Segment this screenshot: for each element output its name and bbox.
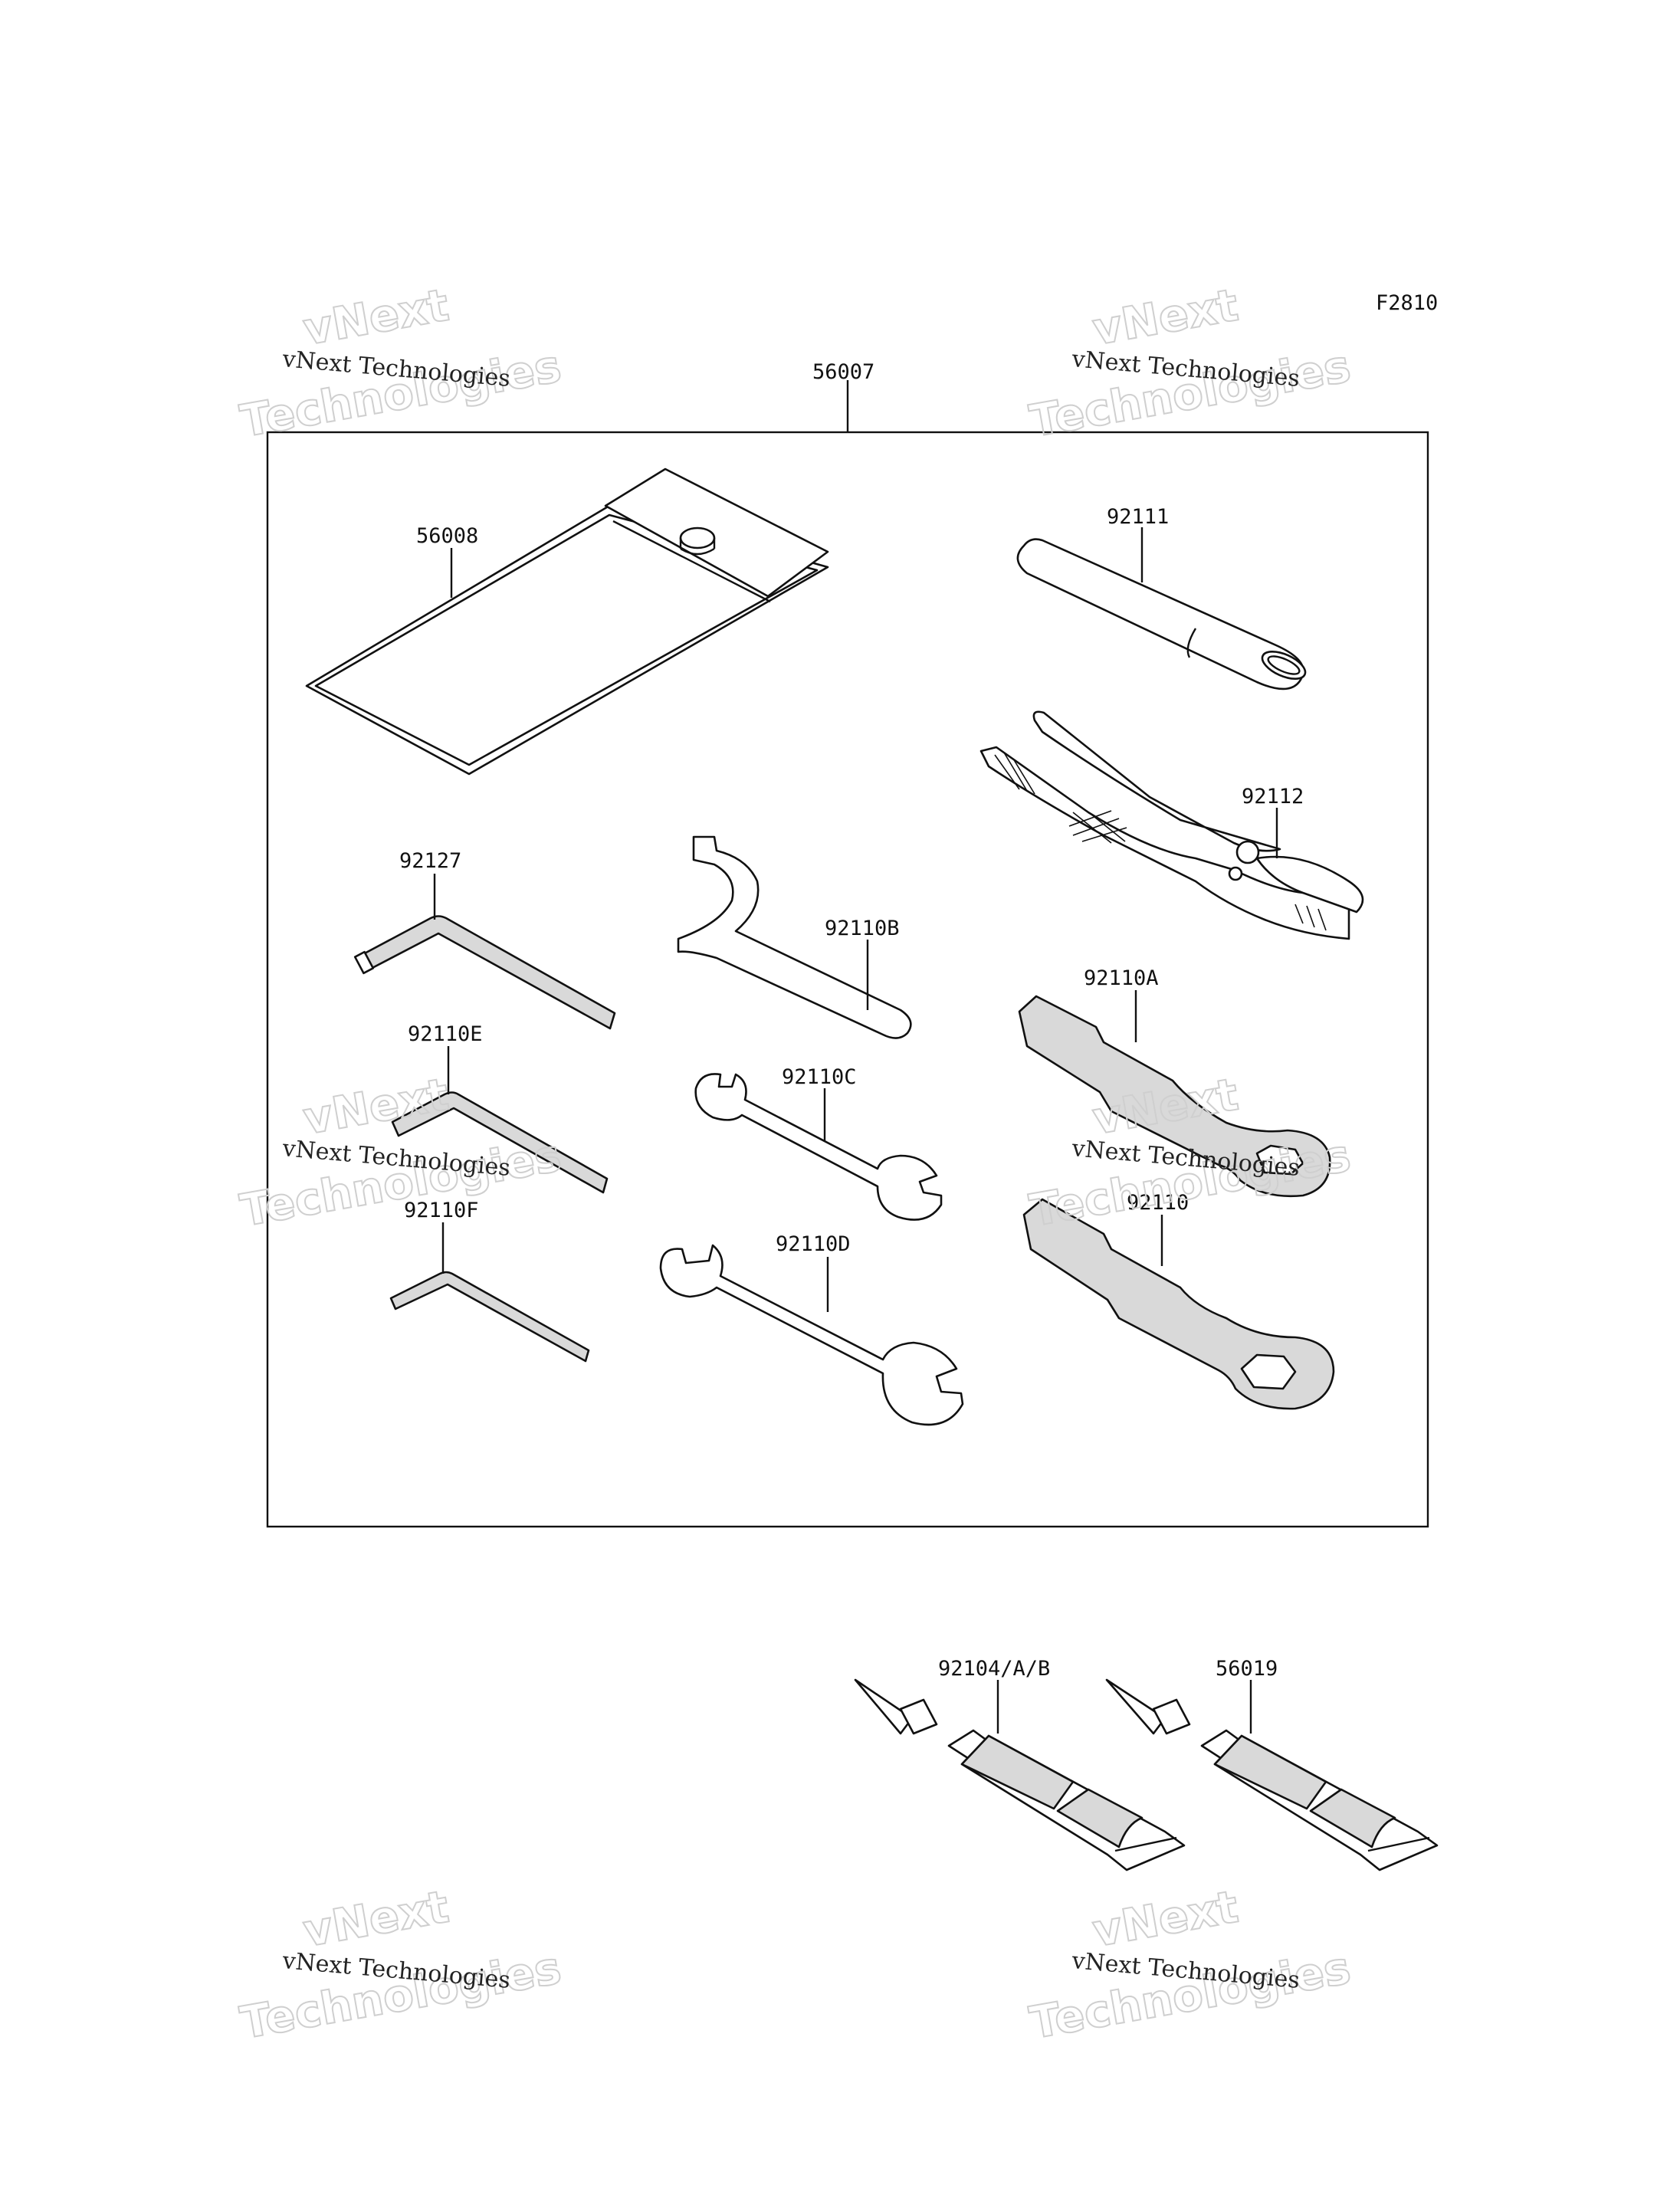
tool-handle-bar — [1016, 538, 1307, 690]
label-hex-key-small: 92110F — [404, 1199, 479, 1222]
label-open-wrench-small: 92110C — [782, 1065, 857, 1089]
label-handle: 92111 — [1107, 505, 1169, 529]
watermark-mid-left: vNext Technologies vNext Technologies — [236, 1068, 566, 1238]
figure-code: F2810 — [1376, 291, 1438, 315]
watermark-bottom-right: vNext Technologies vNext Technologies — [1025, 1880, 1355, 2050]
svg-text:vNext: vNext — [300, 1068, 453, 1145]
tube-grease — [1105, 1678, 1439, 1871]
tool-pliers — [979, 710, 1364, 940]
tool-hook-wrench — [677, 835, 912, 1039]
label-hex-key-medium: 92110E — [408, 1022, 483, 1046]
tool-ring-wrench-large — [1022, 1198, 1335, 1410]
tool-hex-key-medium — [391, 1091, 609, 1194]
label-tube-grease: 56019 — [1216, 1657, 1278, 1681]
svg-text:vNext: vNext — [300, 279, 453, 356]
label-tube-bond: 92104/A/B — [938, 1657, 1050, 1681]
label-ring-wrench-large: 92110 — [1127, 1191, 1189, 1215]
svg-text:vNext: vNext — [300, 1881, 453, 1957]
label-hex-key-large: 92127 — [399, 849, 461, 873]
tube-bond — [854, 1678, 1186, 1871]
label-kit: 56007 — [812, 360, 874, 384]
label-hook-wrench: 92110B — [825, 917, 900, 940]
tool-hex-key-large — [353, 915, 616, 1030]
watermark-top-left: vNext Technologies vNext Technologies — [236, 278, 566, 448]
label-open-wrench-large: 92110D — [776, 1232, 851, 1256]
tool-open-wrench-small — [694, 1073, 943, 1221]
tool-pouch — [305, 467, 829, 776]
tool-ring-wrench-small — [1018, 995, 1331, 1198]
label-pouch: 56008 — [416, 524, 478, 548]
label-pliers: 92112 — [1242, 785, 1304, 809]
label-ring-wrench-small: 92110A — [1084, 966, 1159, 990]
tool-hex-key-small — [389, 1271, 590, 1363]
svg-text:vNext: vNext — [1089, 279, 1242, 356]
svg-text:vNext: vNext — [1089, 1881, 1242, 1957]
watermark-bottom-left: vNext Technologies vNext Technologies — [236, 1880, 566, 2050]
tool-open-wrench-large — [659, 1244, 964, 1426]
watermark-mid-right: vNext Technologies vNext Technologies — [1025, 1068, 1355, 1238]
watermark-top-right: vNext Technologies vNext Technologies — [1025, 278, 1355, 448]
